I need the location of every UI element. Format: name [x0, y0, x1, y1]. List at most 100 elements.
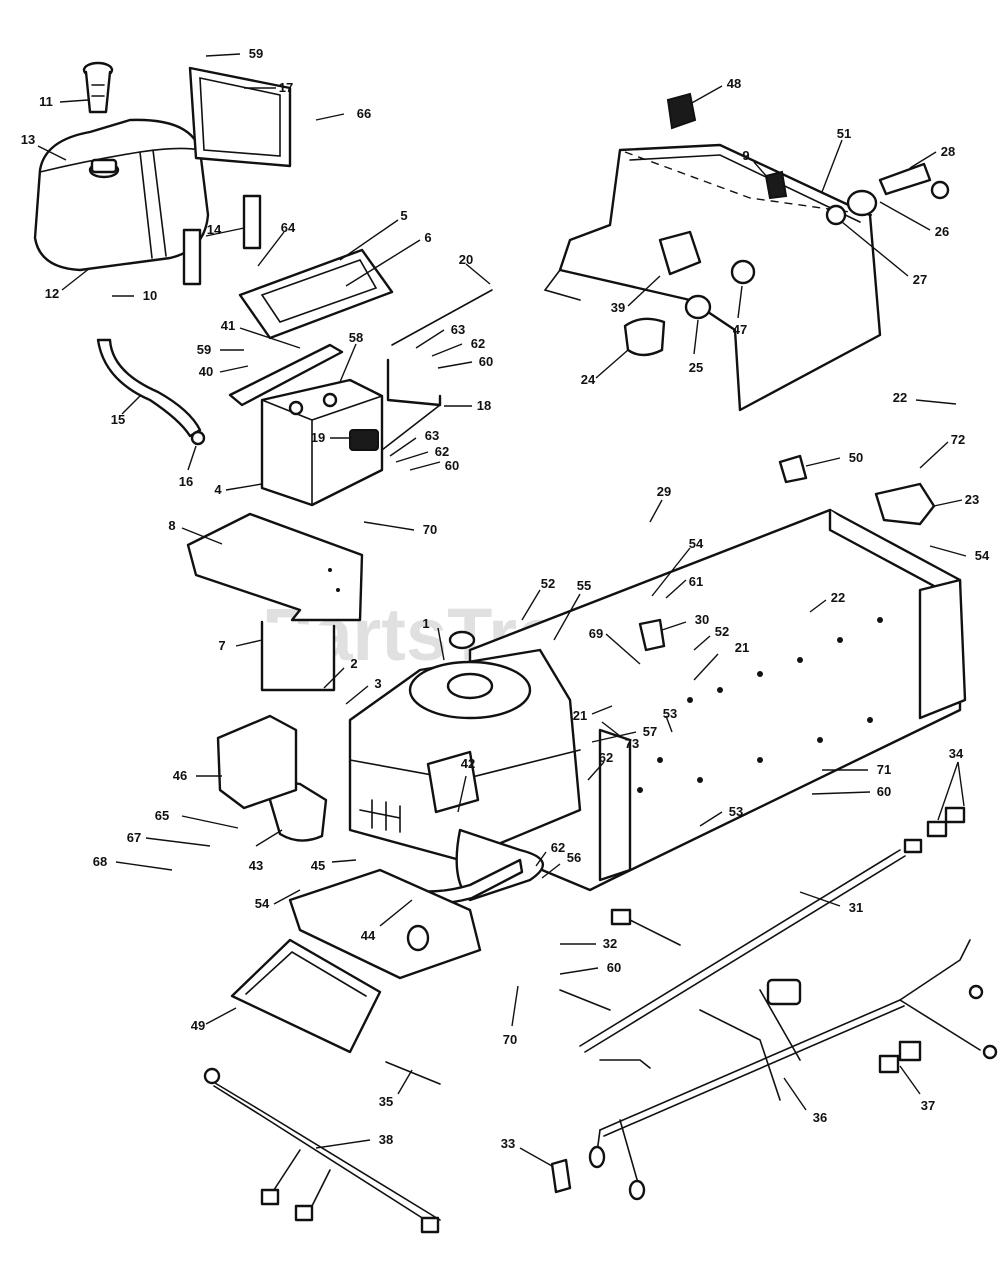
callout-45: 45 — [311, 858, 357, 873]
callout-63: 63 — [415, 322, 465, 349]
ignition-parts — [623, 162, 950, 357]
callout-54b: 54 — [929, 545, 990, 563]
callout-43: 43 — [249, 829, 283, 873]
deflector-49 — [230, 938, 382, 1054]
svg-text:41: 41 — [221, 318, 235, 333]
callout-71: 71 — [822, 762, 891, 777]
callout-46: 46 — [173, 768, 222, 783]
svg-text:10: 10 — [143, 288, 157, 303]
callout-8: 8 — [168, 518, 223, 545]
callout-59: 59 — [205, 46, 263, 61]
svg-text:49: 49 — [191, 1018, 205, 1033]
callout-48: 48 — [689, 76, 741, 105]
callout-72: 72 — [919, 432, 965, 469]
callout-55: 55 — [553, 578, 591, 641]
svg-text:53: 53 — [663, 706, 677, 721]
callout-53b: 53 — [699, 804, 743, 827]
callout-29: 29 — [649, 484, 671, 523]
svg-text:62: 62 — [435, 444, 449, 459]
svg-text:50: 50 — [849, 450, 863, 465]
callout-18: 18 — [444, 398, 491, 413]
callout-62: 62 — [431, 336, 485, 357]
svg-text:69: 69 — [589, 626, 603, 641]
callout-21: 21 — [693, 640, 749, 681]
svg-text:20: 20 — [459, 252, 473, 267]
callout-3: 3 — [345, 676, 382, 705]
callout-1: 1 — [422, 616, 445, 661]
svg-text:55: 55 — [577, 578, 591, 593]
svg-text:1: 1 — [422, 616, 429, 631]
svg-text:46: 46 — [173, 768, 187, 783]
svg-text:32: 32 — [603, 936, 617, 951]
svg-text:31: 31 — [849, 900, 863, 915]
svg-text:51: 51 — [837, 126, 851, 141]
svg-text:52: 52 — [541, 576, 555, 591]
callout-52: 52 — [521, 576, 555, 621]
svg-text:59: 59 — [249, 46, 263, 61]
svg-text:4: 4 — [214, 482, 222, 497]
callout-25: 25 — [689, 319, 703, 375]
svg-text:63: 63 — [451, 322, 465, 337]
callout-23: 23 — [933, 492, 979, 507]
callout-31: 31 — [799, 891, 863, 915]
callout-38: 38 — [315, 1132, 393, 1149]
svg-text:13: 13 — [21, 132, 35, 147]
harness-31 — [559, 838, 923, 1069]
harness-36 — [588, 939, 998, 1201]
svg-text:40: 40 — [199, 364, 213, 379]
callout-50: 50 — [805, 450, 863, 467]
svg-text:30: 30 — [695, 612, 709, 627]
svg-text:19: 19 — [311, 430, 325, 445]
svg-text:34: 34 — [949, 746, 964, 761]
callout-53: 53 — [663, 706, 677, 733]
svg-text:28: 28 — [941, 144, 955, 159]
callout-24: 24 — [581, 349, 629, 387]
callout-61: 61 — [665, 574, 703, 599]
callout-11: 11 — [39, 94, 89, 109]
svg-text:23: 23 — [965, 492, 979, 507]
svg-text:3: 3 — [374, 676, 381, 691]
callout-47: 47 — [733, 285, 747, 337]
callout-60b: 60 — [409, 458, 459, 473]
callout-13: 13 — [21, 132, 67, 161]
callout-14: 14 — [205, 222, 245, 237]
callout-6: 6 — [345, 230, 432, 287]
callout-60d: 60 — [559, 960, 621, 975]
callout-36: 36 — [783, 1077, 827, 1125]
svg-text:52: 52 — [715, 624, 729, 639]
callout-30: 30 — [661, 612, 709, 631]
callout-73: 73 — [601, 721, 639, 751]
callout-35: 35 — [379, 1069, 413, 1109]
callout-21b: 21 — [573, 705, 613, 723]
svg-text:47: 47 — [733, 322, 747, 337]
svg-text:29: 29 — [657, 484, 671, 499]
dash-panel — [543, 143, 882, 412]
callout-17: 17 — [244, 80, 293, 95]
small-hardware — [385, 454, 966, 1194]
svg-text:67: 67 — [127, 830, 141, 845]
svg-text:66: 66 — [357, 106, 371, 121]
callout-54c: 54 — [255, 889, 301, 911]
callout-33: 33 — [501, 1136, 553, 1167]
callout-60: 60 — [437, 354, 493, 369]
svg-text:6: 6 — [424, 230, 431, 245]
svg-text:54: 54 — [689, 536, 704, 551]
callout-65: 65 — [155, 808, 239, 829]
svg-text:25: 25 — [689, 360, 703, 375]
callout-22: 22 — [893, 390, 957, 405]
callout-62b: 62 — [395, 444, 449, 463]
callout-16: 16 — [179, 445, 197, 489]
svg-text:56: 56 — [567, 850, 581, 865]
callout-70b: 70 — [503, 985, 519, 1047]
callout-56: 56 — [541, 850, 581, 879]
battery — [260, 378, 384, 507]
heat-shield-46 — [216, 714, 298, 810]
callout-39: 39 — [611, 275, 661, 315]
svg-text:35: 35 — [379, 1094, 393, 1109]
battery-holddown — [228, 289, 493, 451]
svg-text:44: 44 — [361, 928, 376, 943]
callout-26: 26 — [879, 201, 949, 239]
callout-20: 20 — [459, 252, 491, 285]
svg-text:59: 59 — [197, 342, 211, 357]
